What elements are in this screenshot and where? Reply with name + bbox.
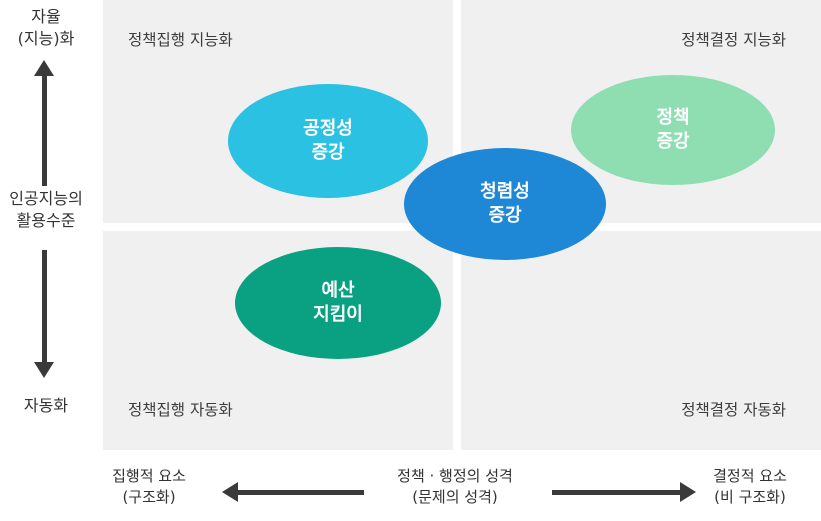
quadrant-bottom-right	[461, 231, 821, 450]
y-axis-up-arrow	[34, 60, 55, 186]
bubble-budget-line1: 예산	[321, 279, 355, 301]
down-arrowhead-icon	[34, 362, 54, 378]
bubble-budget: 예산 지킴이	[235, 247, 441, 359]
y-axis-top-line2: (지능)화	[17, 28, 75, 48]
y-axis-bottom-label: 자동화	[23, 396, 69, 415]
up-arrow-shaft	[42, 74, 47, 186]
y-axis-top-line1: 자율	[31, 7, 61, 26]
bubble-budget-line2: 지킴이	[313, 304, 363, 325]
bubble-policy-line2: 증강	[656, 131, 690, 152]
x-axis-left-line2: (구조화)	[122, 488, 176, 506]
right-arrow-shaft	[552, 490, 682, 495]
x-axis-left-line1: 집행적 요소	[112, 467, 186, 485]
x-axis-center-line1: 정책 · 행정의 성격	[397, 467, 513, 485]
quadrant-label-bottom-right: 정책결정 자동화	[681, 401, 786, 419]
y-axis-mid-line1: 인공지능의	[9, 189, 83, 208]
down-arrow-shaft	[42, 250, 47, 364]
right-arrowhead-icon	[680, 482, 696, 502]
bubble-fairness: 공정성 증강	[228, 84, 428, 198]
up-arrowhead-icon	[34, 60, 54, 76]
y-axis-down-arrow	[34, 250, 55, 378]
bubble-fairness-line2: 증강	[311, 142, 345, 163]
x-axis-center-label: 정책 · 행정의 성격 (문제의 성격)	[370, 466, 540, 508]
x-axis-right-arrow	[552, 482, 696, 503]
x-axis-left-arrow	[222, 482, 364, 503]
left-arrow-shaft	[236, 490, 364, 495]
left-arrowhead-icon	[222, 482, 238, 502]
quadrant-label-top-left: 정책집행 지능화	[128, 31, 233, 49]
y-axis-mid-line2: 활용수준	[16, 210, 76, 230]
x-axis-left-label: 집행적 요소 (구조화)	[93, 466, 205, 508]
quadrant-label-top-right: 정책결정 지능화	[681, 31, 786, 49]
y-axis-mid-label: 인공지능의 활용수준	[0, 188, 92, 231]
y-axis-top-label: 자율 (지능)화	[0, 6, 92, 49]
bubble-policy: 정책 증강	[571, 75, 775, 185]
bubble-integrity: 청렴성 증강	[404, 148, 606, 260]
bubble-fairness-line1: 공정성	[303, 117, 353, 139]
quadrant-label-bottom-left: 정책집행 자동화	[128, 401, 233, 419]
x-axis-right-line2: (비 구조화)	[714, 488, 786, 506]
bubble-integrity-line2: 증강	[488, 205, 522, 226]
bubble-integrity-line1: 청렴성	[480, 180, 530, 202]
x-axis-right-line1: 결정적 요소	[713, 467, 787, 485]
x-axis-right-label: 결정적 요소 (비 구조화)	[694, 466, 806, 508]
x-axis-center-line2: (문제의 성격)	[412, 488, 498, 506]
bubble-policy-line1: 정책	[656, 106, 690, 128]
